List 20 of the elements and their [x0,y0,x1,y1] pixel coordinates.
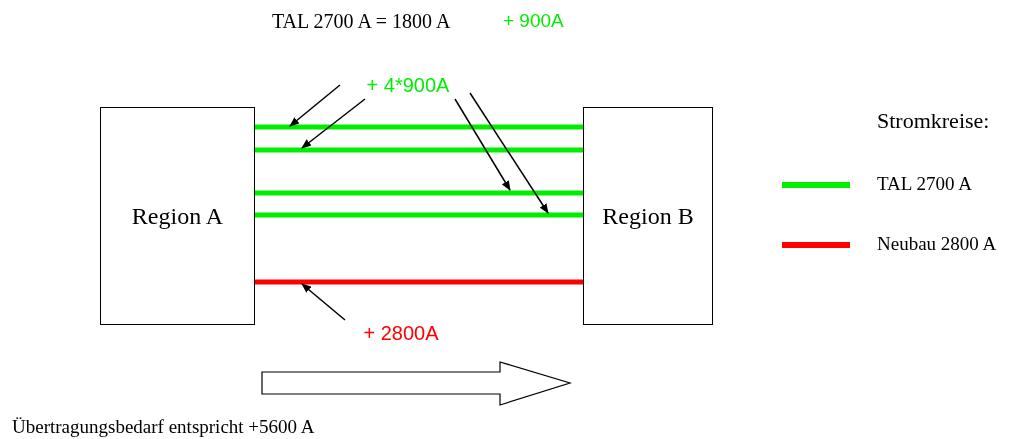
leader-arrow [301,98,366,149]
callout-text: + 4*900A [356,72,460,98]
leader-arrow [301,283,346,321]
circuit-line [255,147,583,153]
legend-label: Neubau 2800 A [877,233,997,255]
callout-text: + 2800A [355,320,447,346]
region-box: Region B [583,107,713,325]
circuit-line [255,279,583,285]
leader-arrow [289,84,341,127]
legend-label: TAL 2700 A [877,173,972,195]
circuit-line [255,212,583,218]
formula-text: + 900A [503,10,564,32]
note-text: Übertragungsbedarf entspricht +5600 A [12,416,315,438]
legend-title: Stromkreise: [877,108,990,134]
region-box: Region A [100,107,255,325]
leader-arrow [469,92,549,214]
circuit-line [255,190,583,196]
leader-arrow [454,98,511,191]
circuit-line [255,124,583,130]
formula-text: TAL 2700 A = 1800 A [272,10,451,33]
